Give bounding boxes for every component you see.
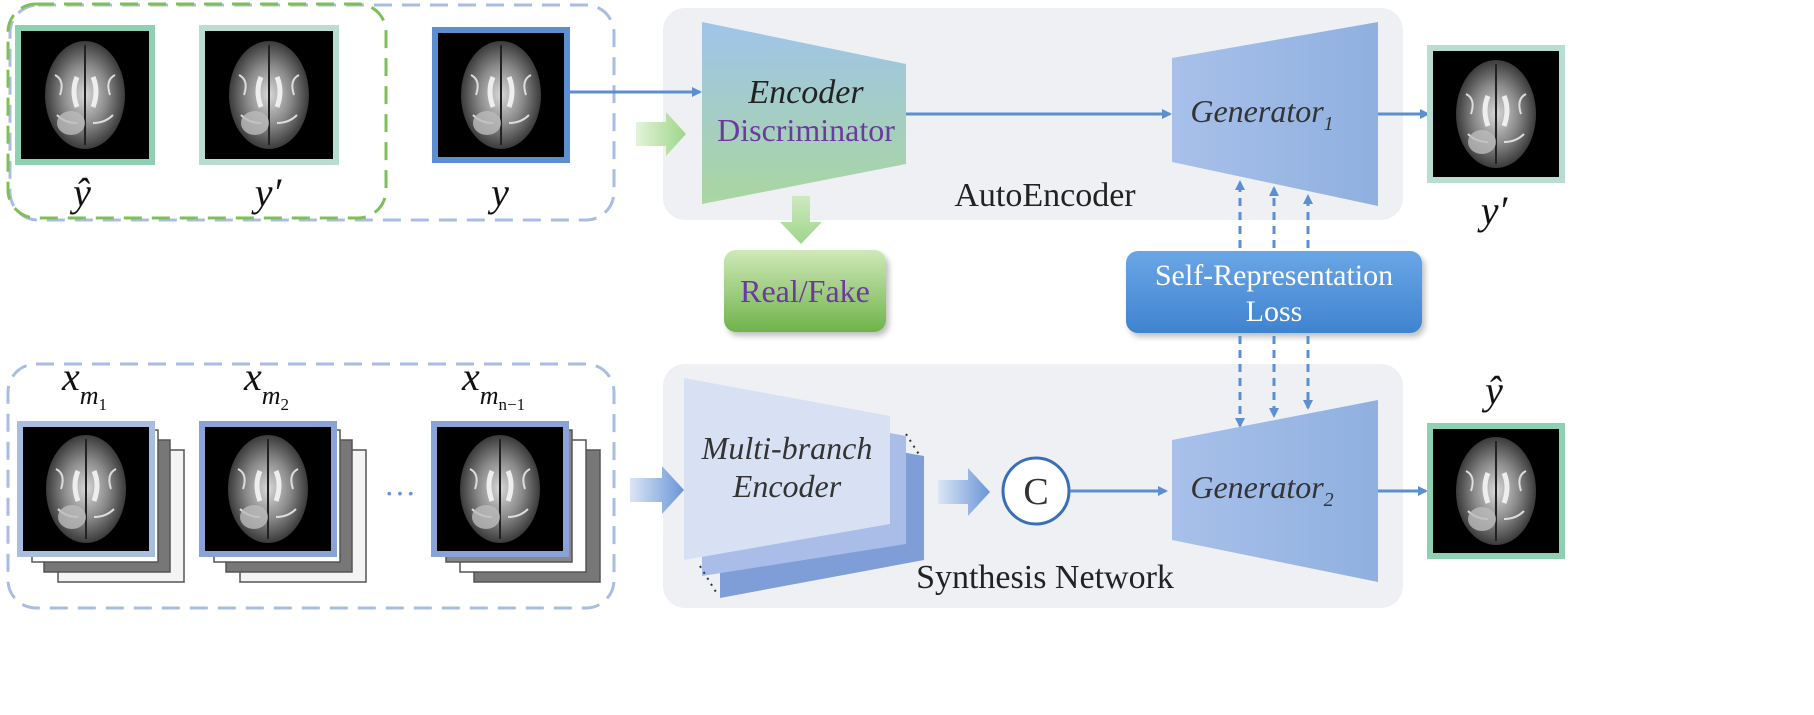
concat-node bbox=[1001, 456, 1071, 526]
label-x-mn-1-base: x bbox=[461, 354, 480, 399]
encoder-label: Encoder bbox=[747, 74, 864, 111]
real-fake-box bbox=[724, 250, 886, 332]
label-y-prime: y′ bbox=[251, 170, 283, 215]
output-image-y-hat bbox=[1427, 423, 1565, 559]
blue-block-arrow-to-concat bbox=[938, 468, 990, 516]
generator2-sub: 2 bbox=[1324, 489, 1334, 511]
label-x-m1-base: x bbox=[61, 354, 80, 399]
output-image-y-prime bbox=[1427, 45, 1565, 183]
multi-branch-label: Multi-branch bbox=[701, 430, 873, 466]
label-x-m2-subsub: 2 bbox=[281, 395, 290, 414]
input-stack-mn-1 bbox=[431, 421, 601, 583]
input-stack-m2 bbox=[199, 421, 367, 583]
discriminator-label: Discriminator bbox=[717, 112, 895, 148]
blue-block-arrow-in bbox=[630, 466, 684, 514]
autoencoder-panel-label: AutoEncoder bbox=[954, 177, 1136, 214]
generator1-label: Generator1 bbox=[1190, 93, 1333, 135]
synthesis-panel-label: Synthesis Network bbox=[916, 559, 1174, 596]
multi-branch-encoder-block bbox=[684, 378, 924, 598]
generator2-label: Generator2 bbox=[1190, 469, 1333, 511]
label-x-mn-1: xmn−1 bbox=[461, 354, 525, 414]
green-block-arrow bbox=[636, 112, 686, 156]
label-y-hat: ŷ bbox=[69, 170, 91, 215]
generator2-base: Generator bbox=[1190, 469, 1324, 505]
label-x-m2-base: x bbox=[243, 354, 262, 399]
label-x-mn-1-sub: m bbox=[480, 381, 499, 410]
generator1-sub: 1 bbox=[1324, 113, 1334, 135]
encoder2-label: Encoder bbox=[732, 468, 842, 504]
label-x-m1: xm1 bbox=[61, 354, 107, 414]
generator2-block bbox=[1172, 400, 1378, 582]
loss-to-generator2-dashed-arrows bbox=[1235, 336, 1313, 428]
label-y: y bbox=[487, 170, 509, 215]
top-input-blue-dashed-frame bbox=[8, 3, 616, 222]
top-input-green-dashed-frame bbox=[6, 2, 388, 220]
loss-label-line2: Loss bbox=[1246, 295, 1303, 328]
input-stack-m1 bbox=[17, 421, 185, 583]
label-x-m1-subsub: 1 bbox=[99, 395, 108, 414]
image-y-hat bbox=[15, 25, 155, 165]
output-label-y-prime: y′ bbox=[1477, 188, 1509, 233]
concat-symbol: C bbox=[1023, 471, 1048, 513]
encoder-discriminator-block bbox=[702, 22, 906, 204]
loss-to-generator1-dashed-arrows bbox=[1235, 180, 1313, 248]
self-representation-loss-box bbox=[1126, 251, 1422, 333]
output-label-y-hat: ŷ bbox=[1481, 368, 1503, 413]
label-x-mn-1-subsub: n−1 bbox=[499, 395, 526, 414]
image-y bbox=[432, 27, 570, 163]
label-x-m1-sub: m bbox=[80, 381, 99, 410]
generator1-base: Generator bbox=[1190, 93, 1324, 129]
down-arrow-to-real-fake bbox=[780, 196, 822, 244]
real-fake-label: Real/Fake bbox=[740, 273, 870, 309]
label-x-m2: xm2 bbox=[243, 354, 289, 414]
loss-label-line1: Self-Representation bbox=[1155, 259, 1393, 292]
bottom-input-dashed-frame bbox=[6, 362, 616, 610]
image-y-prime bbox=[199, 25, 339, 165]
input-ellipsis: ··· bbox=[384, 475, 416, 511]
label-x-m2-sub: m bbox=[262, 381, 281, 410]
generator1-block bbox=[1172, 22, 1378, 206]
